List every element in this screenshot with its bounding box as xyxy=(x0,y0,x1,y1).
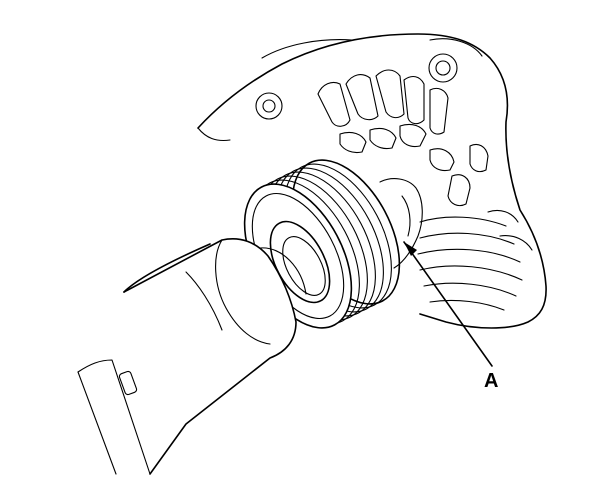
callout-arrowhead xyxy=(404,242,417,256)
callout-label-a: A xyxy=(484,370,499,392)
alternator-housing xyxy=(197,33,547,329)
pulley-removal-tool xyxy=(77,238,307,475)
callout-leader-line xyxy=(403,241,493,367)
